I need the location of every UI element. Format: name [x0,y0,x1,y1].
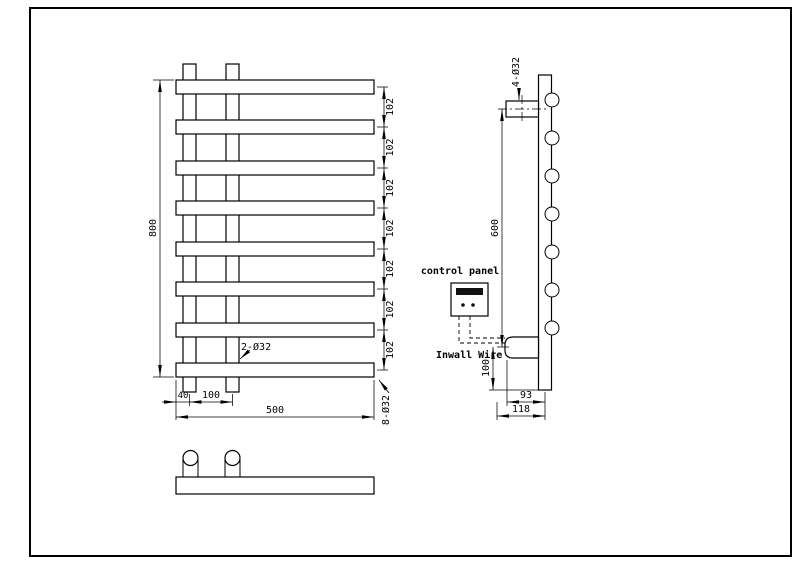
post-right [225,63,240,393]
dim-spacing-6: 102 [385,300,396,318]
towel-bars [175,79,375,378]
bottom-bracket [504,336,540,359]
front-view: 800 102 102 102 102 102 102 102 [148,63,396,425]
dim-bottom-offset-label: 100 [481,359,492,377]
post-left [182,63,197,393]
dim-overall-height-label: 800 [148,219,159,237]
control-panel-display [456,288,483,295]
dim-depth-inner-label: 93 [520,390,532,401]
dim-spacing-7: 102 [385,341,396,359]
plan-post-left [182,449,199,467]
dim-depth-outer-label: 118 [512,404,530,415]
side-view: 4-Ø32 600 100 93 118 control panel [421,57,560,420]
control-panel-button-2 [471,303,475,307]
dim-bar-spacings: 102 102 102 102 102 102 102 [377,86,396,371]
callout-bars: 8-Ø32 [378,379,392,425]
callout-brackets: 4-Ø32 [510,57,522,100]
dim-bottom-widths: 40 100 500 [162,380,375,420]
dim-overall-height: 800 [148,79,174,378]
control-panel-button-1 [461,303,465,307]
inwall-wire: Inwall Wire [436,316,505,361]
callout-posts: 2-Ø32 [239,341,271,360]
callout-bars-label: 8-Ø32 [380,395,392,425]
plan-bar [175,476,375,495]
dim-bracket-span: 600 [490,109,509,348]
dim-spacing-1: 102 [385,98,396,116]
callout-posts-label: 2-Ø32 [241,341,271,353]
dim-spacing-3: 102 [385,179,396,197]
bar-end-circles [544,92,560,336]
dim-post-offset-label: 40 [178,391,189,401]
plan-post-right [224,449,241,467]
inwall-wire-label: Inwall Wire [436,349,502,361]
dim-width-label: 500 [266,405,284,416]
dim-spacing-4: 102 [385,219,396,237]
control-panel-box [450,282,489,317]
bottom-view [175,449,375,495]
side-post [537,74,553,391]
dim-depths: 93 118 [496,360,546,420]
callout-brackets-label: 4-Ø32 [510,57,522,87]
dim-post-gap-label: 100 [202,390,220,401]
control-panel-label: control panel [421,266,499,277]
control-panel: control panel [421,266,499,317]
dim-spacing-5: 102 [385,260,396,278]
top-bracket [498,95,546,123]
sheet-border [29,7,792,557]
dim-bracket-span-label: 600 [490,219,501,237]
dim-bottom-offset: 100 [481,347,545,391]
dim-spacing-2: 102 [385,138,396,156]
